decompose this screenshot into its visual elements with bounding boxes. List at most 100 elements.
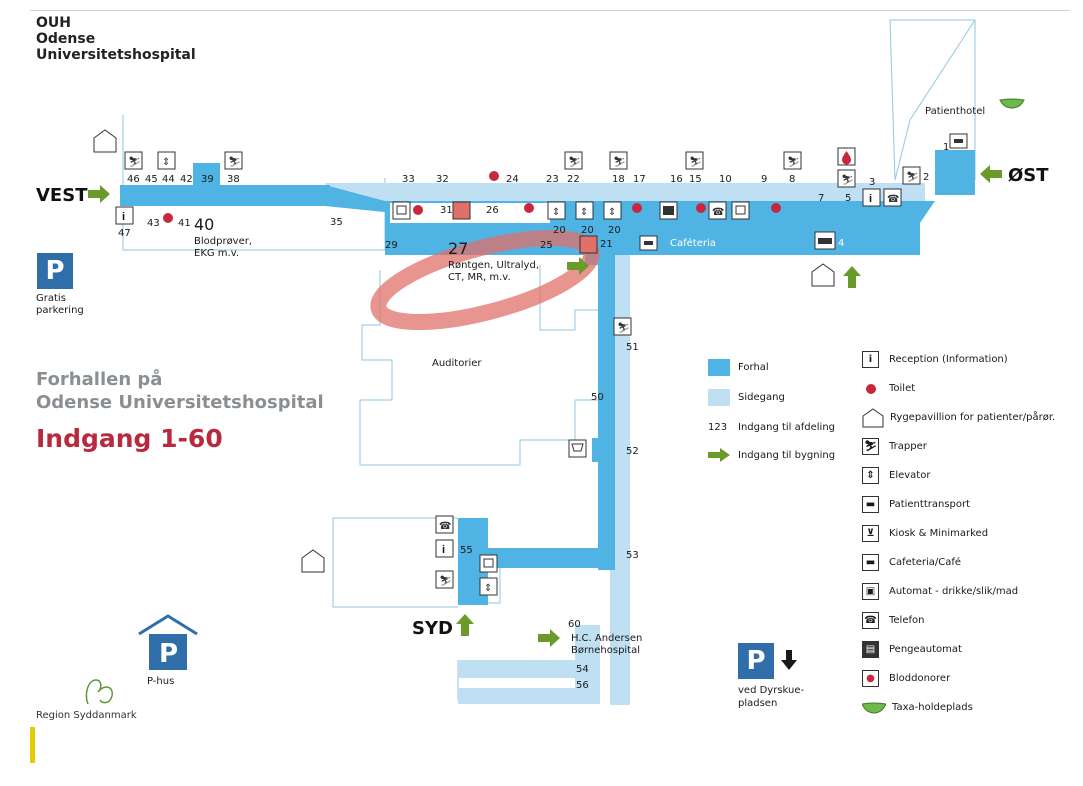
header-line2: Odense xyxy=(36,31,96,47)
elevator-icon: ⇕ xyxy=(479,577,498,596)
stairs-icon: ⛷ xyxy=(124,151,143,170)
legend-label: Kiosk & Minimarked xyxy=(889,528,989,539)
accent-bar xyxy=(30,727,35,763)
legend-row: ▣ Automat - drikke/slik/mad xyxy=(862,577,1055,606)
entrance-number: 41 xyxy=(178,218,191,229)
smoking-pavilion-icon xyxy=(301,549,325,573)
legend-row: ⇕ Elevator xyxy=(862,461,1055,490)
entrance-number: 21 xyxy=(600,239,613,250)
stairs-icon: ⛷ xyxy=(613,317,632,336)
stairs-icon: ⛷ xyxy=(564,151,583,170)
toilet-markers xyxy=(163,171,781,223)
kiosk-icon: ⊻ xyxy=(862,525,879,542)
hospital-logo-text: OUH Odense Universitetshospital xyxy=(36,15,196,63)
svg-text:⇕: ⇕ xyxy=(580,207,588,218)
entrance-numbers: 46 45 44 42 39 38 47 43 41 40 35 33 32 2… xyxy=(118,142,949,691)
entrance-number: 27 xyxy=(448,239,468,258)
entrance-number: 45 xyxy=(145,174,158,185)
stairs-icon xyxy=(579,235,598,254)
svg-text:⛷: ⛷ xyxy=(613,156,626,168)
phone-icon: ☎ xyxy=(435,515,454,534)
parking-free-line2: parkering xyxy=(36,305,84,316)
label-hc-2: Børnehospital xyxy=(571,645,640,656)
legend-icons: i Reception (Information) Toilet Rygepav… xyxy=(862,345,1055,722)
entrance-number: 51 xyxy=(626,342,639,353)
entrance-number: 60 xyxy=(568,619,581,630)
entrance-number: 20 xyxy=(553,225,566,236)
entrance-number: 5 xyxy=(845,193,851,204)
parking-house-icon: P xyxy=(138,614,198,670)
entrance-number: 24 xyxy=(506,174,519,185)
top-divider xyxy=(30,10,1070,11)
entrance-number: 3 xyxy=(869,177,875,188)
cafe-icon xyxy=(639,235,658,251)
legend-label: Automat - drikke/slik/mad xyxy=(889,586,1019,597)
entrance-number: 32 xyxy=(436,174,449,185)
toilet-icon xyxy=(489,171,499,181)
blood-drop-icon xyxy=(837,147,856,166)
elevator-icon: ⇕ xyxy=(157,151,176,170)
legend-row: ▬ Patienttransport xyxy=(862,490,1055,519)
svg-text:i: i xyxy=(122,211,125,223)
legend-label: Indgang til bygning xyxy=(738,449,836,461)
svg-text:⛷: ⛷ xyxy=(568,156,581,168)
legend-afdeling-number: 123 xyxy=(708,421,728,433)
stairs-icon: ⛷ xyxy=(902,166,921,185)
forhal-swatch xyxy=(708,358,730,376)
entrance-number: 18 xyxy=(612,174,625,185)
arrow-down-icon xyxy=(781,650,797,670)
direction-east: ØST xyxy=(1008,165,1049,186)
stairs-icon: ⛷ xyxy=(783,151,802,170)
entrance-number: 44 xyxy=(162,174,175,185)
entrance-number: 20 xyxy=(608,225,621,236)
legend-row: ⊻ Kiosk & Minimarked xyxy=(862,519,1055,548)
title-line1: Forhallen på xyxy=(36,369,163,390)
entrance-number: 43 xyxy=(147,218,160,229)
parking-dyrskue-line1: ved Dyrskue- xyxy=(738,685,805,696)
entrance-number: 25 xyxy=(540,240,553,251)
entrance-number: 35 xyxy=(330,217,343,228)
entrance-number: 23 xyxy=(546,174,559,185)
entrance-number: 29 xyxy=(385,240,398,251)
parking-free-line1: Gratis xyxy=(36,293,66,304)
legend-row: ☎ Telefon xyxy=(862,606,1055,635)
legend-row-sidegang: Sidegang xyxy=(708,385,835,409)
legend-row-forhal: Forhal xyxy=(708,355,835,379)
legend-label: Toilet xyxy=(889,383,916,394)
toilet-icon xyxy=(771,203,781,213)
label-rontgen-2: CT, MR, m.v. xyxy=(448,272,511,283)
taxi-icon xyxy=(999,98,1025,109)
entrance-number: 4 xyxy=(838,238,844,249)
region-logo-icon xyxy=(85,679,113,705)
svg-text:☎: ☎ xyxy=(712,207,724,218)
arrow-left-icon xyxy=(980,165,1002,183)
elevator-icon: ⇕ xyxy=(547,201,566,220)
entrance-number: 40 xyxy=(194,215,214,234)
smoking-pavilion-icon xyxy=(811,263,835,287)
svg-text:⛷: ⛷ xyxy=(841,174,854,186)
legend-label: Telefon xyxy=(889,615,925,626)
legend-row-bygning: Indgang til bygning xyxy=(708,443,835,467)
parking-house-letter: P xyxy=(159,639,178,669)
atm-icon xyxy=(659,201,678,220)
cafe-icon: ▬ xyxy=(862,554,879,571)
parking-icon: P xyxy=(37,253,73,289)
svg-text:⇕: ⇕ xyxy=(552,207,560,218)
arrow-up-icon xyxy=(843,266,861,288)
patient-transport-icon: ▬ xyxy=(862,496,879,513)
vending-icon xyxy=(479,554,498,573)
entrance-number: 39 xyxy=(201,174,214,185)
stairs-icon xyxy=(452,201,471,220)
cafe-icon xyxy=(949,133,968,149)
map-title-highlight: Indgang 1-60 xyxy=(36,424,223,453)
legend-row-afdeling: 123 Indgang til afdeling xyxy=(708,415,835,439)
info-icon: i xyxy=(862,351,879,368)
entrance-number: 9 xyxy=(761,174,767,185)
legend-corridors: Forhal Sidegang 123 Indgang til afdeling… xyxy=(708,355,835,467)
stairs-icon: ⛷ xyxy=(435,570,454,589)
legend-label: Indgang til afdeling xyxy=(738,421,836,433)
legend-row: Toilet xyxy=(862,374,1055,403)
entrance-number: 10 xyxy=(719,174,732,185)
svg-text:⛷: ⛷ xyxy=(787,156,800,168)
sidegang-swatch xyxy=(708,388,730,406)
